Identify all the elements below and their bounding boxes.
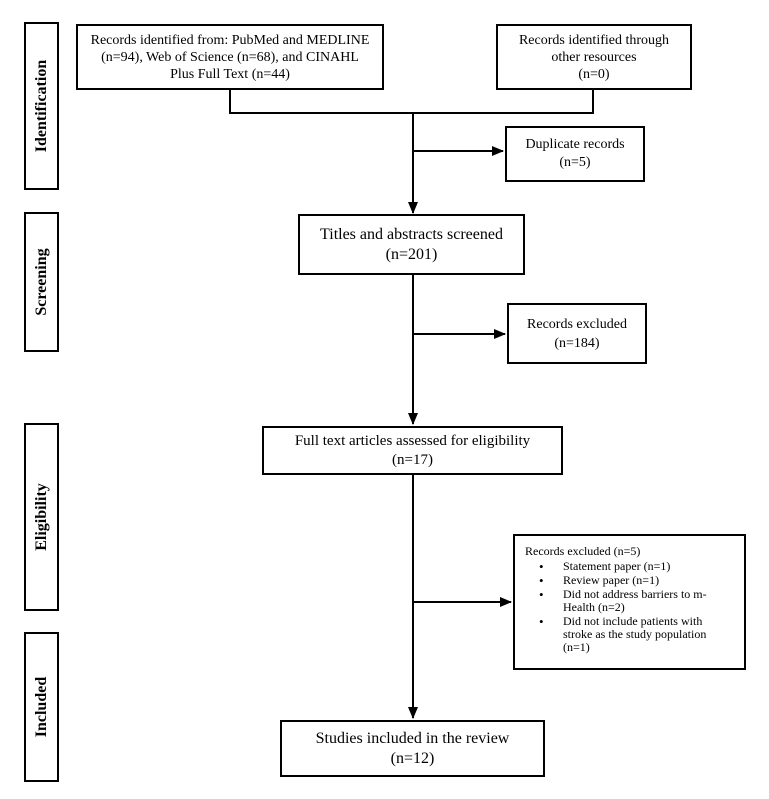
box-fulltext-assessed: Full text articles assessed for eligibil… bbox=[262, 426, 563, 475]
excluded-screening-count: (n=184) bbox=[554, 335, 600, 351]
stage-identification: Identification bbox=[24, 22, 59, 190]
excluded-fulltext-list: Statement paper (n=1) Review paper (n=1)… bbox=[525, 560, 734, 655]
excluded-reason-item: Did not address barriers to m-Health (n=… bbox=[539, 588, 734, 614]
excluded-reason-item: Statement paper (n=1) bbox=[539, 560, 734, 574]
identified-other-line1: Records identified through bbox=[518, 32, 670, 48]
box-records-identified-databases: Records identified from: PubMed and MEDL… bbox=[76, 24, 384, 90]
box-studies-included: Studies included in the review (n=12) bbox=[280, 720, 545, 777]
box-records-excluded-screening: Records excluded (n=184) bbox=[507, 303, 647, 364]
screened-label: Titles and abstracts screened bbox=[320, 225, 503, 243]
identified-db-line2: (n=94), Web of Science (n=68), and CINAH… bbox=[101, 49, 359, 65]
excluded-fulltext-title: Records excluded (n=5) bbox=[525, 544, 641, 558]
excluded-reason-item: Did not include patients with stroke as … bbox=[539, 615, 734, 654]
included-count: (n=12) bbox=[390, 749, 435, 767]
box-records-excluded-fulltext: Records excluded (n=5) Statement paper (… bbox=[513, 534, 746, 670]
identified-db-line3: Plus Full Text (n=44) bbox=[170, 66, 290, 82]
excluded-reason-item: Review paper (n=1) bbox=[539, 574, 734, 588]
box-duplicate-records: Duplicate records (n=5) bbox=[505, 126, 645, 182]
stage-included: Included bbox=[24, 632, 59, 782]
fulltext-count: (n=17) bbox=[392, 451, 433, 468]
included-label: Studies included in the review bbox=[315, 729, 510, 747]
box-records-identified-other: Records identified through other resourc… bbox=[496, 24, 692, 90]
excluded-screening-label: Records excluded bbox=[527, 316, 627, 332]
duplicates-count: (n=5) bbox=[559, 155, 591, 170]
duplicates-label: Duplicate records bbox=[525, 137, 625, 152]
stage-screening: Screening bbox=[24, 212, 59, 352]
identified-other-line3: (n=0) bbox=[578, 66, 610, 82]
stage-eligibility: Eligibility bbox=[24, 423, 59, 611]
identified-db-line1: Records identified from: PubMed and MEDL… bbox=[90, 32, 370, 48]
box-titles-abstracts-screened: Titles and abstracts screened (n=201) bbox=[298, 214, 525, 275]
identified-other-line2: other resources bbox=[551, 49, 637, 65]
fulltext-label: Full text articles assessed for eligibil… bbox=[294, 432, 531, 449]
screened-count: (n=201) bbox=[385, 245, 438, 263]
